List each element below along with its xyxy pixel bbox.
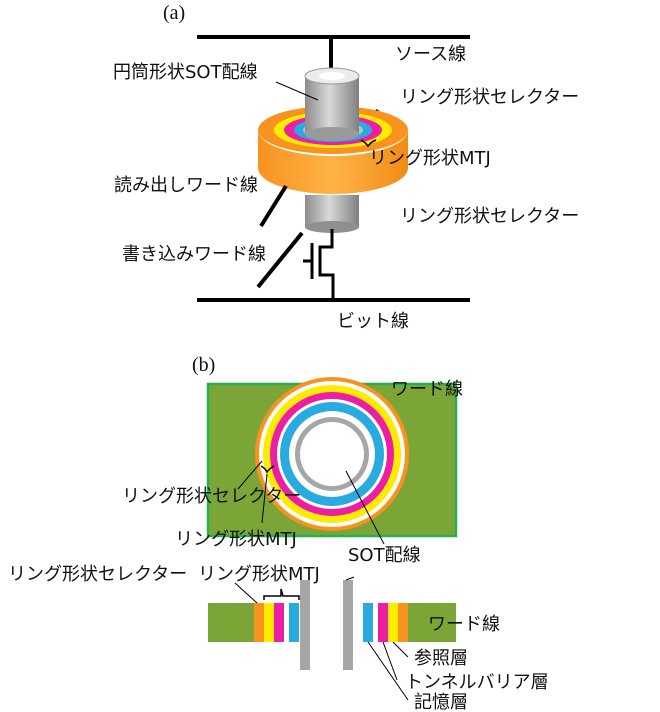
cs-sot-right [343,580,353,670]
mtj-top-view-label: リング形状MTJ [175,529,297,550]
panel-a: (a) [113,2,579,332]
sot-wire-label: 円筒形状SOT配線 [113,62,258,83]
bit-line-label: ビット線 [337,311,409,332]
memory-layer-label: 記憶層 [414,692,468,712]
top-view-rings [255,377,409,531]
selector-cs-leader [234,582,258,604]
mtj-brace [360,139,377,148]
transistor [303,229,335,300]
tunnel-barrier-leader [382,641,398,681]
selector-top-leader [237,460,263,490]
read-word-line-lower [259,184,288,228]
panel-a-label: (a) [163,2,185,24]
reference-layer-leader [392,641,409,658]
cs-sot-left [300,580,310,670]
sot-wire-leader-b [345,470,385,545]
read-word-line-label: 読み出しワード線 [114,175,258,196]
cs-tunnel-barrier [378,603,388,642]
selector-cs-label: リング形状セレクター [8,564,187,585]
sot-wire-leader [275,81,319,101]
cs-selector-right [398,603,408,642]
tunnel-barrier-label: トンネルバリア層 [405,672,549,693]
ring-stack [258,106,408,194]
selector-top-view-label: リング形状セレクター [122,486,301,507]
sot-wire-b-label: SOT配線 [348,545,421,566]
cs-mtj-cyan-left [289,603,299,642]
word-line-cs-label: ワード線 [428,614,500,635]
selector-top-label: リング形状セレクター [400,87,579,108]
selector-bottom-label: リング形状セレクター [400,206,579,227]
cs-mtj-yellow-left [264,603,274,642]
cs-word-line-left [208,603,254,642]
reference-layer-label: 参照層 [414,648,468,669]
write-word-line-label: 書き込みワード線 [122,244,266,265]
mtj-cs-brace [263,588,300,600]
panel-b: (b) ワード線 リング形状セレクター リング形状MTJ SOT配線 [8,354,549,712]
cs-mtj-magenta-left [274,603,284,642]
word-line-top-label: ワード線 [391,379,463,400]
sot-cylinder-lower [305,195,359,233]
mtj-cs-label: リング形状MTJ [198,564,320,585]
mtj-label: リング形状MTJ [369,148,491,169]
cs-selector-left [254,603,264,642]
mtj-top-brace [260,465,275,474]
cross-section [208,580,456,670]
cs-memory-layer [363,603,373,642]
panel-b-label: (b) [192,354,215,376]
ring-selector-outer-wall [258,130,408,194]
write-word-line [256,231,304,289]
cs-word-line-right [408,603,456,642]
mtj-top-leader [261,473,268,524]
cs-reference-layer [388,603,398,642]
memory-layer-leader [367,641,409,701]
source-line-label: ソース線 [395,44,466,65]
